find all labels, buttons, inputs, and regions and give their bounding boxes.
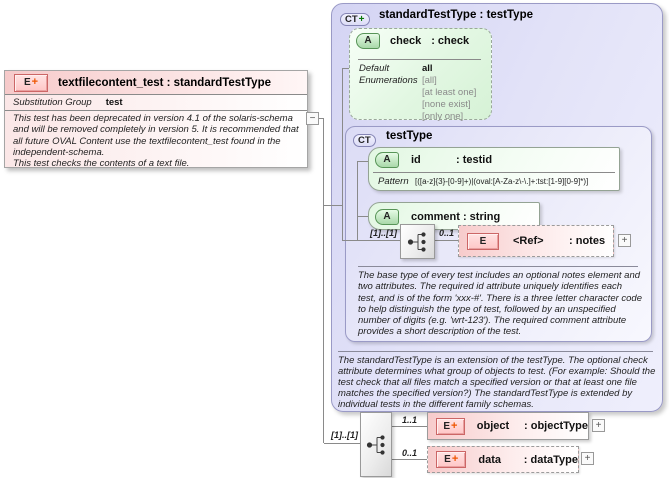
pattern-value: [([a-z]{3}-[0-9]+)|(oval:[A-Za-z\-\.]+:t…: [415, 177, 589, 186]
element-badge: E+: [14, 73, 48, 92]
connector: [390, 459, 427, 460]
standard-test-type-description: The standardTestType is an extension of …: [338, 355, 656, 410]
description-text: This test checks the contents of a text …: [13, 158, 190, 170]
element-title: textfilecontent_test : standardTestType: [58, 76, 272, 89]
connector: [324, 443, 360, 444]
collapse-toggle[interactable]: −: [306, 112, 319, 125]
element-badge: E+: [436, 417, 465, 435]
sequence-compositor: [400, 224, 435, 259]
plus-icon: +: [450, 419, 458, 432]
sequence-icon: [407, 231, 426, 252]
plus-icon: +: [451, 453, 459, 465]
data-occurrence: 0..1: [402, 448, 418, 458]
element-name: object: [476, 420, 510, 432]
standard-test-type-title: standardTestType : testType: [379, 9, 534, 21]
connector: [323, 118, 324, 443]
element-title-bar: E+ textfilecontent_test : standardTestTy…: [5, 71, 307, 95]
attribute-name: check: [390, 35, 422, 47]
enum-value: [none exist]: [422, 99, 471, 110]
element-badge: E+: [436, 451, 467, 468]
divider: [338, 351, 653, 352]
plus-icon: +: [31, 76, 39, 88]
ct-badge-label: CT: [353, 134, 376, 147]
sequence-cardinality: [1]..[1]: [370, 228, 397, 238]
element-data-box[interactable]: E+ data : dataType: [427, 446, 579, 473]
attribute-check-box: A check : check Default all Enumerations…: [349, 28, 492, 122]
substitution-group-row: Substitution Group test: [5, 95, 307, 111]
attribute-comment-box: A comment : string: [368, 202, 540, 230]
connector: [357, 161, 358, 241]
element-badge: E: [467, 232, 499, 250]
substitution-group-label: Substitution Group: [13, 97, 92, 108]
default-value: all: [422, 63, 433, 74]
default-label: Default: [359, 63, 390, 74]
attribute-id-box: A id : testid Pattern [([a-z]{3}-[0-9]+)…: [368, 147, 620, 191]
complex-type-badge: CT+: [340, 9, 370, 27]
connector: [342, 68, 343, 241]
connector: [324, 205, 342, 206]
element-ref-notes-box[interactable]: E <Ref> : notes: [458, 225, 614, 257]
connector: [358, 161, 368, 162]
attribute-badge: A: [375, 209, 399, 225]
substitution-group-value: test: [105, 97, 123, 108]
attribute-badge: A: [375, 152, 399, 168]
element-summary-box: E+ textfilecontent_test : standardTestTy…: [4, 70, 308, 171]
divider: [358, 59, 481, 60]
enum-value: [only one]: [422, 111, 464, 122]
connector: [343, 240, 400, 241]
element-type: : notes: [569, 235, 606, 247]
enumerations-label: Enumerations: [359, 75, 418, 86]
expand-toggle[interactable]: +: [592, 419, 605, 432]
test-type-title: testType: [386, 130, 433, 142]
attribute-name: id: [411, 154, 421, 166]
attribute-name: comment : string: [411, 211, 501, 223]
attribute-badge: A: [356, 33, 380, 49]
attribute-type: : testid: [456, 154, 493, 166]
sequence-compositor: [360, 412, 392, 477]
element-name: data: [478, 453, 502, 466]
connector: [433, 240, 458, 241]
expand-toggle[interactable]: +: [618, 234, 631, 247]
notes-occurrence: 0..1: [439, 228, 455, 238]
enum-value: [all]: [422, 75, 437, 86]
element-name: <Ref>: [513, 235, 544, 247]
divider: [358, 266, 638, 267]
expand-plus-icon: +: [358, 13, 365, 25]
connector: [358, 216, 368, 217]
content-cardinality: [1]..[1]: [331, 430, 358, 440]
divider: [373, 172, 615, 173]
ct-badge-label: CT: [345, 14, 358, 25]
element-object-box[interactable]: E+ object : objectType: [427, 412, 589, 440]
enum-value: [at least one]: [422, 87, 477, 98]
deprecation-text: This test has been deprecated in version…: [13, 113, 299, 158]
connector: [390, 426, 427, 427]
attribute-type: : check: [431, 35, 470, 47]
object-occurrence: 1..1: [402, 415, 418, 425]
element-type: : objectType: [524, 420, 588, 432]
expand-toggle[interactable]: +: [581, 452, 594, 465]
complex-type-badge: CT: [353, 130, 376, 148]
connector: [319, 118, 324, 119]
sequence-icon: [366, 434, 385, 455]
test-type-description: The base type of every test includes an …: [358, 270, 643, 338]
connector: [343, 68, 350, 69]
element-description: This test has been deprecated in version…: [5, 111, 307, 171]
pattern-label: Pattern: [378, 176, 409, 187]
element-type: : dataType: [523, 453, 578, 466]
